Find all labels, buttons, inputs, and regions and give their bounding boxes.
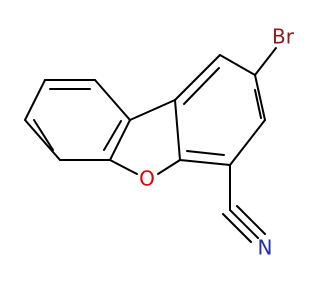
bond-c10-br (254, 47, 277, 76)
bond-c9-c10 (219, 54, 256, 76)
double-bond-right-1 (183, 67, 220, 105)
bond-o-c8 (157, 159, 181, 175)
double-bond-left-3 (103, 120, 122, 151)
benzene-ring-right (174, 54, 266, 166)
triple-bond-1 (229, 209, 259, 239)
double-bond-left-2 (33, 119, 54, 151)
bond-c6-c1 (24, 79, 46, 121)
double-bond-right-2 (254, 89, 262, 119)
double-bond-right-3 (186, 150, 225, 156)
bond-c12-c8 (179, 159, 231, 166)
bromine-atom-label: Br (272, 25, 295, 49)
bond-c2-c3 (94, 79, 131, 121)
bond-c3-c4 (109, 119, 131, 161)
nitrogen-atom-label: N (258, 236, 273, 260)
benzene-ring-left (24, 79, 131, 161)
bond-c11-c12 (229, 119, 266, 166)
triple-bond-2 (222, 213, 252, 243)
molecule-structure: O Br N (24, 25, 295, 260)
bond-c2-c7 (129, 99, 176, 121)
bond-c7-c8 (174, 99, 181, 161)
bond-c10-c11 (254, 74, 266, 121)
bond-c4-o (109, 159, 138, 175)
triple-bond-3 (236, 205, 266, 235)
bond-c5-c6 (24, 119, 61, 161)
furan-ring (109, 99, 181, 175)
oxygen-atom-label: O (139, 167, 155, 191)
bond-c7-c9 (174, 54, 221, 101)
